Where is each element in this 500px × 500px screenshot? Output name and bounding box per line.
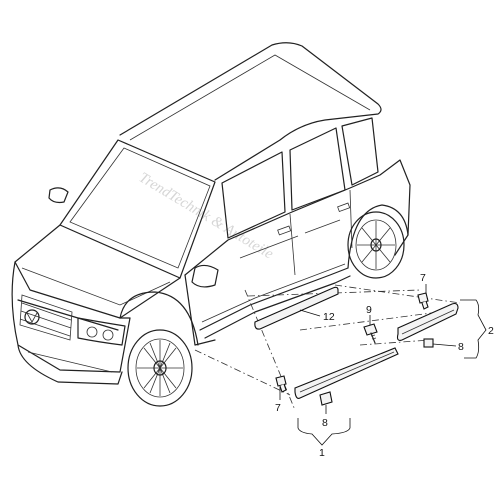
part-2-rear-door-trim: [396, 302, 459, 341]
screw-9-icon: [363, 323, 378, 344]
callout-8-bottom: 8: [322, 417, 328, 429]
vehicle-outline: [11, 42, 411, 407]
callout-12: 12: [323, 311, 335, 323]
callout-7-top: 7: [420, 272, 426, 284]
clip-8-icon: [319, 338, 434, 406]
callout-2: 2: [488, 325, 494, 337]
part-1-front-door-trim: [294, 347, 399, 399]
callout-7-bottom: 7: [275, 402, 281, 414]
callout-8-right: 8: [458, 341, 464, 353]
clip-7-icon: [275, 292, 429, 393]
part-12-sill-strip: [254, 286, 339, 330]
callout-labels: 7 9 12 8 2 7 8 1: [275, 272, 494, 459]
callout-1: 1: [319, 447, 325, 459]
leader-lines: [279, 284, 487, 446]
callout-9: 9: [366, 304, 372, 316]
assembly-lines: [194, 284, 461, 411]
watermark-text: TrendTechnik & Autoteile: [136, 170, 276, 263]
